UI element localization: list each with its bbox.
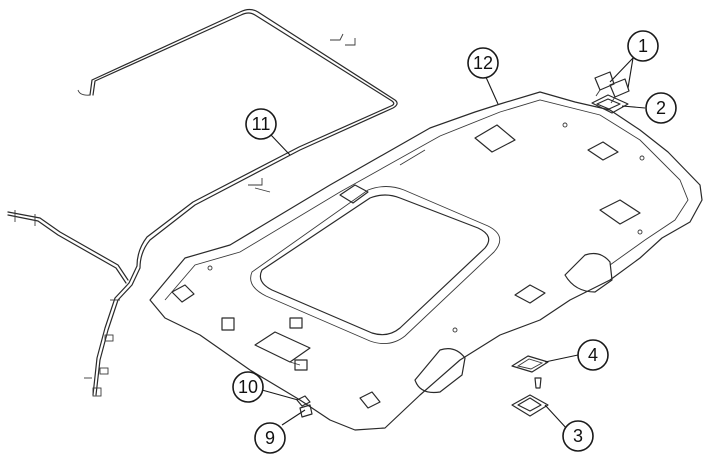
headliner-panel bbox=[149, 91, 703, 431]
lamp-bezel bbox=[511, 355, 549, 373]
callout-2: 2 bbox=[645, 92, 677, 124]
callout-9: 9 bbox=[254, 422, 286, 454]
clip-fastener bbox=[296, 395, 313, 418]
dome-light bbox=[591, 94, 629, 114]
callout-3: 3 bbox=[562, 420, 594, 452]
callout-label-3: 3 bbox=[573, 426, 583, 446]
callout-label-4: 4 bbox=[588, 345, 598, 365]
callout-label-12: 12 bbox=[473, 53, 493, 73]
callout-label-9: 9 bbox=[265, 428, 275, 448]
callout-label-2: 2 bbox=[656, 98, 666, 118]
callout-label-10: 10 bbox=[238, 377, 258, 397]
leader-lines bbox=[261, 57, 646, 431]
callout-label-11: 11 bbox=[252, 114, 271, 134]
callout-10: 10 bbox=[232, 371, 264, 403]
callout-label-1: 1 bbox=[638, 36, 648, 56]
callout-11: 11 bbox=[245, 108, 277, 140]
callout-1: 1 bbox=[627, 30, 659, 62]
map-lamp bbox=[511, 377, 549, 417]
callout-4: 4 bbox=[577, 339, 609, 371]
clip-parts bbox=[594, 71, 630, 104]
wiring-harness bbox=[7, 8, 398, 397]
callout-12: 12 bbox=[467, 47, 499, 79]
